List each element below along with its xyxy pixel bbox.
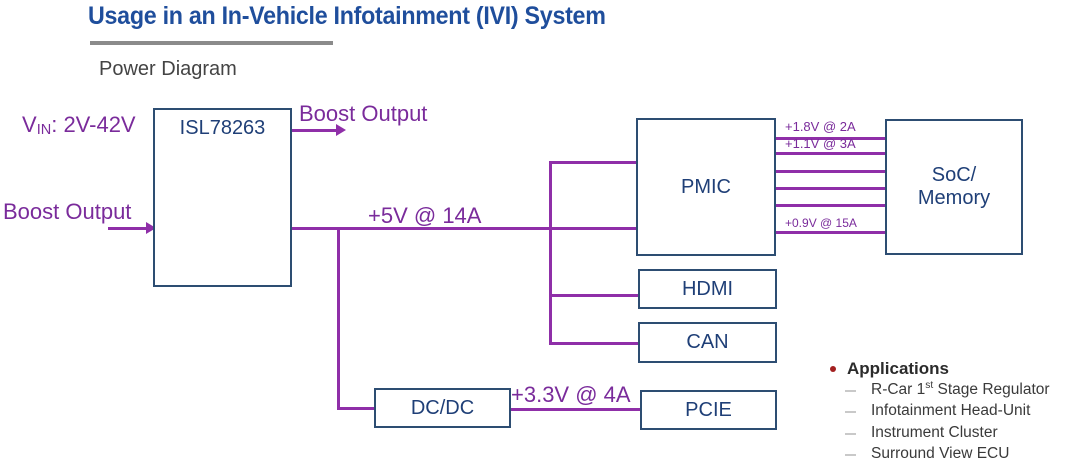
dash-icon (845, 390, 856, 393)
label-boost-output-left: Boost Output (3, 199, 132, 224)
wire-rail-1v1 (774, 152, 887, 155)
label-vin-value: : 2V-42V (51, 112, 136, 137)
wire-boost-output-input (108, 227, 154, 230)
wire-vertical-bus (549, 162, 552, 344)
page-subtitle: Power Diagram (99, 58, 237, 80)
label-vin-prefix: V (22, 112, 37, 137)
list-item-text-pre: Instrument Cluster (871, 423, 998, 441)
list-item: R-Car 1st Stage Regulator (826, 379, 1080, 400)
block-hdmi[interactable]: HDMI (638, 269, 777, 309)
list-item-text-pre: Infotainment Head-Unit (871, 402, 1031, 420)
block-soc-memory-label: SoC/ Memory (917, 164, 991, 209)
list-item: Instrument Cluster (826, 422, 1080, 443)
page-title: Usage in an In-Vehicle Infotainment (IVI… (88, 2, 606, 30)
wire-bus-to-can (549, 342, 638, 345)
dash-icon (845, 411, 856, 414)
wire-rail-unlabeled-5 (774, 204, 887, 207)
label-rail-5v: +5V @ 14A (368, 203, 482, 228)
wire-rail-unlabeled-3 (774, 170, 887, 173)
label-rail-0v9: +0.9V @ 15A (785, 216, 857, 230)
block-pcie[interactable]: PCIE (640, 390, 777, 430)
block-dcdc[interactable]: DC/DC (374, 388, 511, 428)
block-hdmi-label: HDMI (681, 277, 734, 300)
block-pmic-label: PMIC (681, 175, 731, 198)
block-pcie-label: PCIE (685, 398, 732, 421)
label-rail-1v8: +1.8V @ 2A (785, 119, 856, 134)
label-rail-1v1: +1.1V @ 3A (785, 136, 856, 151)
block-isl78263-label: ISL78263 (179, 117, 266, 139)
block-can-label: CAN (686, 331, 729, 353)
wire-rail-0v9 (774, 231, 887, 234)
block-dcdc-label: DC/DC (410, 396, 475, 419)
list-item-text-pre: R-Car 1 (871, 381, 926, 399)
dash-icon (845, 453, 856, 456)
list-item-superscript: st (925, 380, 934, 392)
list-item-text-post: Stage Regulator (933, 381, 1050, 399)
block-soc-memory[interactable]: SoC/ Memory (885, 119, 1023, 255)
wire-bus-to-hdmi (549, 294, 638, 297)
block-pmic[interactable]: PMIC (636, 118, 776, 256)
arrowhead-boost-output-top (336, 124, 346, 136)
block-can[interactable]: CAN (638, 322, 777, 363)
applications-panel: Applications R-Car 1st Stage Regulator I… (826, 358, 1080, 464)
label-boost-output-top: Boost Output (299, 101, 428, 126)
wire-rail-3v3 (509, 408, 642, 411)
list-item: Infotainment Head-Unit (826, 400, 1080, 421)
label-vin-subscript: IN (36, 122, 52, 138)
block-isl78263[interactable]: ISL78263 (153, 108, 292, 287)
wire-branch-to-dcdc (337, 227, 340, 409)
wire-rail-1v8 (774, 137, 887, 140)
arrowhead-boost-output-input (146, 222, 156, 234)
dash-icon (845, 432, 856, 435)
wire-rail-unlabeled-4 (774, 187, 887, 190)
applications-heading-label: Applications (847, 359, 950, 378)
list-item: Surround View ECU (826, 443, 1080, 464)
wire-boost-output-top (292, 129, 340, 132)
label-rail-3v3: +3.3V @ 4A (511, 382, 631, 407)
bullet-icon (830, 366, 836, 372)
wire-dcdc-input (337, 407, 377, 410)
applications-heading: Applications (826, 358, 1080, 379)
title-underline-rule (90, 41, 333, 45)
wire-bus-to-pmic (549, 161, 638, 164)
label-vin: VIN: 2V-42V (22, 112, 136, 138)
list-item-text-pre: Surround View ECU (871, 444, 1010, 462)
wire-rail-5v-main (292, 227, 638, 230)
